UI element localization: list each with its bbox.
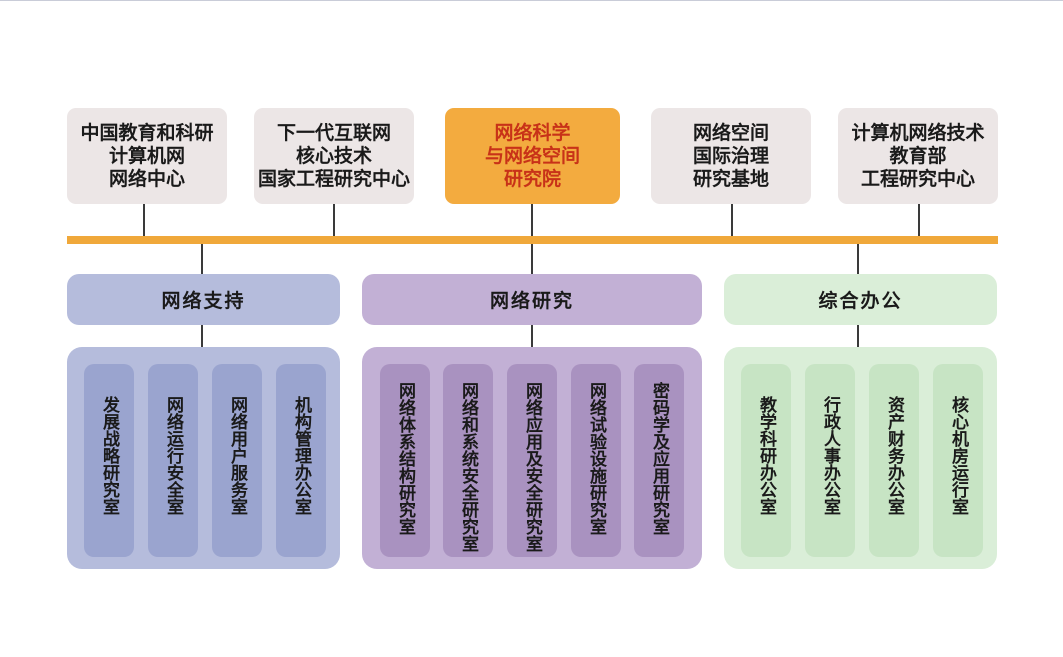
unit-label: 网络空间 国际治理 研究基地 xyxy=(692,121,769,190)
office-item: 发展战略研究室 xyxy=(84,364,134,557)
group-header-network-support: 网络支持 xyxy=(67,274,340,325)
main-bus-line xyxy=(67,236,998,244)
connector-line xyxy=(731,204,733,236)
office-item: 密码学及应用研究室 xyxy=(634,364,684,557)
group-title: 网络支持 xyxy=(161,290,246,312)
unit-governance-base: 网络空间 国际治理 研究基地 xyxy=(651,108,811,204)
office-label: 网络运行安全室 xyxy=(163,396,183,515)
unit-next-gen-internet-center: 下一代互联网 核心技术 国家工程研究中心 xyxy=(254,108,414,204)
office-label: 网络应用及安全研究室 xyxy=(522,382,542,552)
office-item: 机构管理办公室 xyxy=(276,364,326,557)
group-header-network-research: 网络研究 xyxy=(362,274,702,325)
connector-line xyxy=(531,325,533,347)
office-item: 网络应用及安全研究室 xyxy=(507,364,557,557)
connector-line xyxy=(531,244,533,274)
office-label: 网络试验设施研究室 xyxy=(586,382,606,535)
office-item: 网络用户服务室 xyxy=(212,364,262,557)
unit-label: 计算机网络技术 教育部 工程研究中心 xyxy=(851,121,985,190)
office-label: 密码学及应用研究室 xyxy=(649,382,669,535)
office-label: 行政人事办公室 xyxy=(820,396,840,515)
connector-line xyxy=(143,204,145,236)
unit-cernet-center: 中国教育和科研 计算机网 网络中心 xyxy=(67,108,227,204)
office-label: 网络用户服务室 xyxy=(227,396,247,515)
office-label: 网络和系统安全研究室 xyxy=(458,382,478,552)
group-title: 综合办公 xyxy=(818,290,903,312)
office-label: 机构管理办公室 xyxy=(291,396,311,515)
office-label: 发展战略研究室 xyxy=(99,396,119,515)
connector-line xyxy=(857,325,859,347)
connector-line xyxy=(918,204,920,236)
group-header-general-office: 综合办公 xyxy=(724,274,997,325)
office-item: 行政人事办公室 xyxy=(805,364,855,557)
connector-line xyxy=(333,204,335,236)
office-item: 网络试验设施研究室 xyxy=(571,364,621,557)
office-label: 资产财务办公室 xyxy=(884,396,904,515)
top-border xyxy=(0,0,1063,1)
unit-network-tech-center: 计算机网络技术 教育部 工程研究中心 xyxy=(838,108,998,204)
unit-label: 中国教育和科研 计算机网 网络中心 xyxy=(80,121,214,190)
office-label: 核心机房运行室 xyxy=(948,396,968,515)
connector-line xyxy=(857,244,859,274)
connector-line xyxy=(201,244,203,274)
unit-label: 下一代互联网 核心技术 国家工程研究中心 xyxy=(257,121,410,190)
office-item: 资产财务办公室 xyxy=(869,364,919,557)
connector-line xyxy=(201,325,203,347)
office-item: 网络体系结构研究室 xyxy=(380,364,430,557)
office-item: 核心机房运行室 xyxy=(933,364,983,557)
unit-institute-highlight: 网络科学 与网络空间 研究院 xyxy=(445,108,620,204)
connector-line xyxy=(531,204,533,236)
office-label: 教学科研办公室 xyxy=(756,396,776,515)
office-item: 教学科研办公室 xyxy=(741,364,791,557)
office-label: 网络体系结构研究室 xyxy=(395,382,415,535)
unit-label: 网络科学 与网络空间 研究院 xyxy=(484,121,580,190)
office-item: 网络和系统安全研究室 xyxy=(443,364,493,557)
office-item: 网络运行安全室 xyxy=(148,364,198,557)
group-title: 网络研究 xyxy=(489,290,574,312)
